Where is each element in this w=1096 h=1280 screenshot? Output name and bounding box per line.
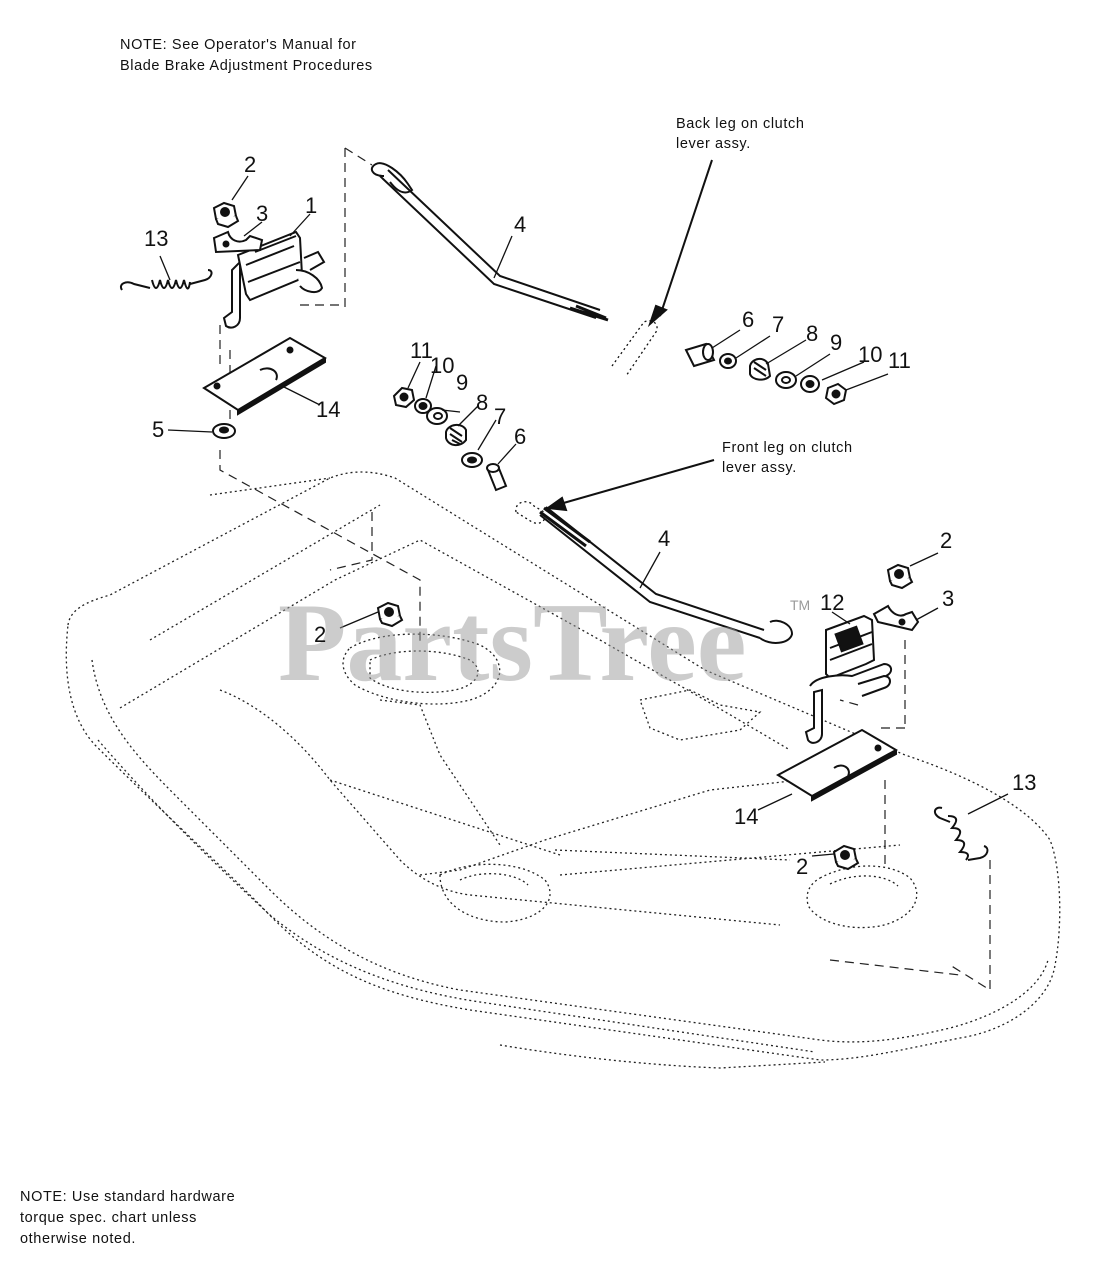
- right-spring: [934, 806, 989, 861]
- part-11-label-right: 11: [888, 348, 911, 373]
- watermark-text: PartsTree: [278, 581, 747, 705]
- part-5-label: 5: [152, 417, 164, 442]
- left-spring: [120, 269, 213, 291]
- part-8-label: 8: [476, 390, 488, 415]
- part-1-label: 1: [305, 193, 317, 218]
- part-6-label: 6: [514, 424, 526, 449]
- right-brake-bracket: [804, 614, 892, 744]
- part-7-label-right: 7: [772, 312, 784, 337]
- left-nut: [212, 201, 240, 229]
- left-plate: [202, 336, 327, 416]
- callout-front-leg: Front leg on clutch lever assy.: [722, 438, 853, 478]
- part-2-label-deck-right: 2: [796, 854, 808, 879]
- note-bottom: NOTE: Use standard hardware torque spec.…: [20, 1189, 236, 1247]
- right-clip: [872, 604, 920, 632]
- part-11-label: 11: [410, 338, 433, 363]
- part-6-label-right: 6: [742, 307, 754, 332]
- part-13-label-right: 13: [1012, 770, 1036, 795]
- part-2-label: 2: [244, 152, 256, 177]
- clutch-leg-stubs: [515, 320, 658, 524]
- part-2-label-right: 2: [940, 528, 952, 553]
- callout-back-leg-line1: Back leg on clutch: [676, 116, 805, 132]
- callout-front-leg-line1: Front leg on clutch: [722, 440, 853, 456]
- part-10-label: 10: [430, 353, 454, 378]
- note-top: NOTE: See Operator's Manual for Blade Br…: [120, 37, 373, 74]
- part-4-label: 4: [514, 212, 526, 237]
- part-7-label: 7: [494, 404, 506, 429]
- part-2-label-deck: 2: [314, 622, 326, 647]
- left-clip: [212, 230, 264, 254]
- deck-nut-right: [832, 844, 860, 871]
- callout-back-leg-line2: lever assy.: [676, 136, 751, 152]
- part-9-label-right: 9: [830, 330, 842, 355]
- part-13-label: 13: [144, 226, 168, 251]
- right-nut: [886, 563, 914, 590]
- left-hardware-stack: [392, 386, 508, 492]
- part-14-label: 14: [316, 397, 340, 422]
- front-rod: [539, 506, 794, 644]
- leader-lines: [159, 175, 1009, 857]
- alignment-lines: [219, 147, 991, 992]
- back-rod: [370, 162, 609, 322]
- part-9-label: 9: [456, 370, 468, 395]
- callout-front-leg-line2: lever assy.: [722, 460, 797, 476]
- right-hardware-stack: [684, 342, 848, 406]
- callout-back-leg: Back leg on clutch lever assy.: [676, 114, 804, 154]
- part-number-labels: 1 2 3 13 4 14 5 11 10 9 8 7 6 6 7 8 9 10…: [144, 152, 1036, 879]
- left-washer: [212, 423, 236, 439]
- part-4-label-front: 4: [658, 526, 670, 551]
- mower-deck: [65, 471, 1061, 1069]
- part-8-label-right: 8: [806, 321, 818, 346]
- right-plate: [775, 728, 899, 802]
- part-12-label: 12: [820, 590, 844, 615]
- part-10-label-right: 10: [858, 342, 882, 367]
- callout-arrows: [545, 159, 715, 512]
- part-3-label: 3: [256, 201, 268, 226]
- watermark-tm: TM: [790, 597, 810, 613]
- part-14-label-right: 14: [734, 804, 758, 829]
- part-3-label-right: 3: [942, 586, 954, 611]
- deck-nut-left: [376, 601, 404, 628]
